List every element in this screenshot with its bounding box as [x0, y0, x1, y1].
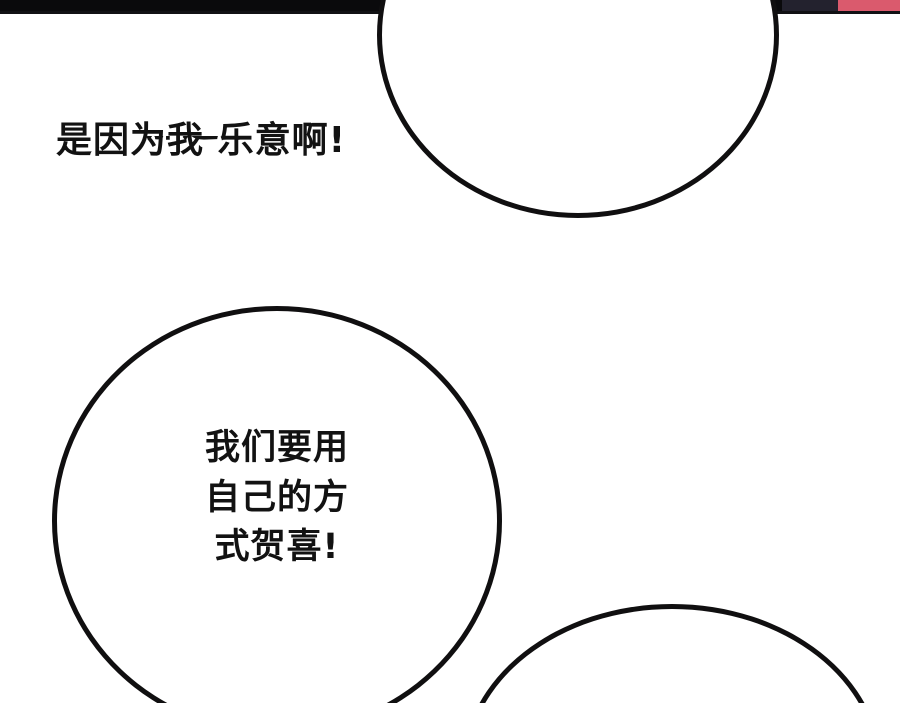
- speech-bubble-middle-line-2: 自己的方: [204, 477, 349, 518]
- panel-edge-pink-band: [838, 0, 900, 13]
- speech-bubble-top-clipped-text: 那还不: [0, 136, 402, 148]
- speech-bubble-bottom: [462, 604, 882, 703]
- panel-edge-navy-band: [782, 0, 838, 13]
- speech-bubble-top-line-1: 是因为我: [56, 120, 205, 161]
- speech-bubble-top-clipped-line: 那还不: [0, 136, 402, 148]
- speech-bubble-middle-text: 我们要用 自己的方 式贺喜!: [52, 424, 502, 573]
- speech-bubble-top-line-2: 乐意啊!: [217, 120, 346, 161]
- speech-bubble-top: [377, 0, 779, 218]
- speech-bubble-top-text: 是因为我 乐意啊!: [0, 118, 402, 164]
- speech-bubble-middle-tail-gap: [238, 688, 278, 703]
- speech-bubble-middle-line-3: 式贺喜!: [214, 527, 340, 568]
- speech-bubble-middle: [52, 306, 502, 703]
- speech-bubble-middle-line-1: 我们要用: [204, 428, 349, 468]
